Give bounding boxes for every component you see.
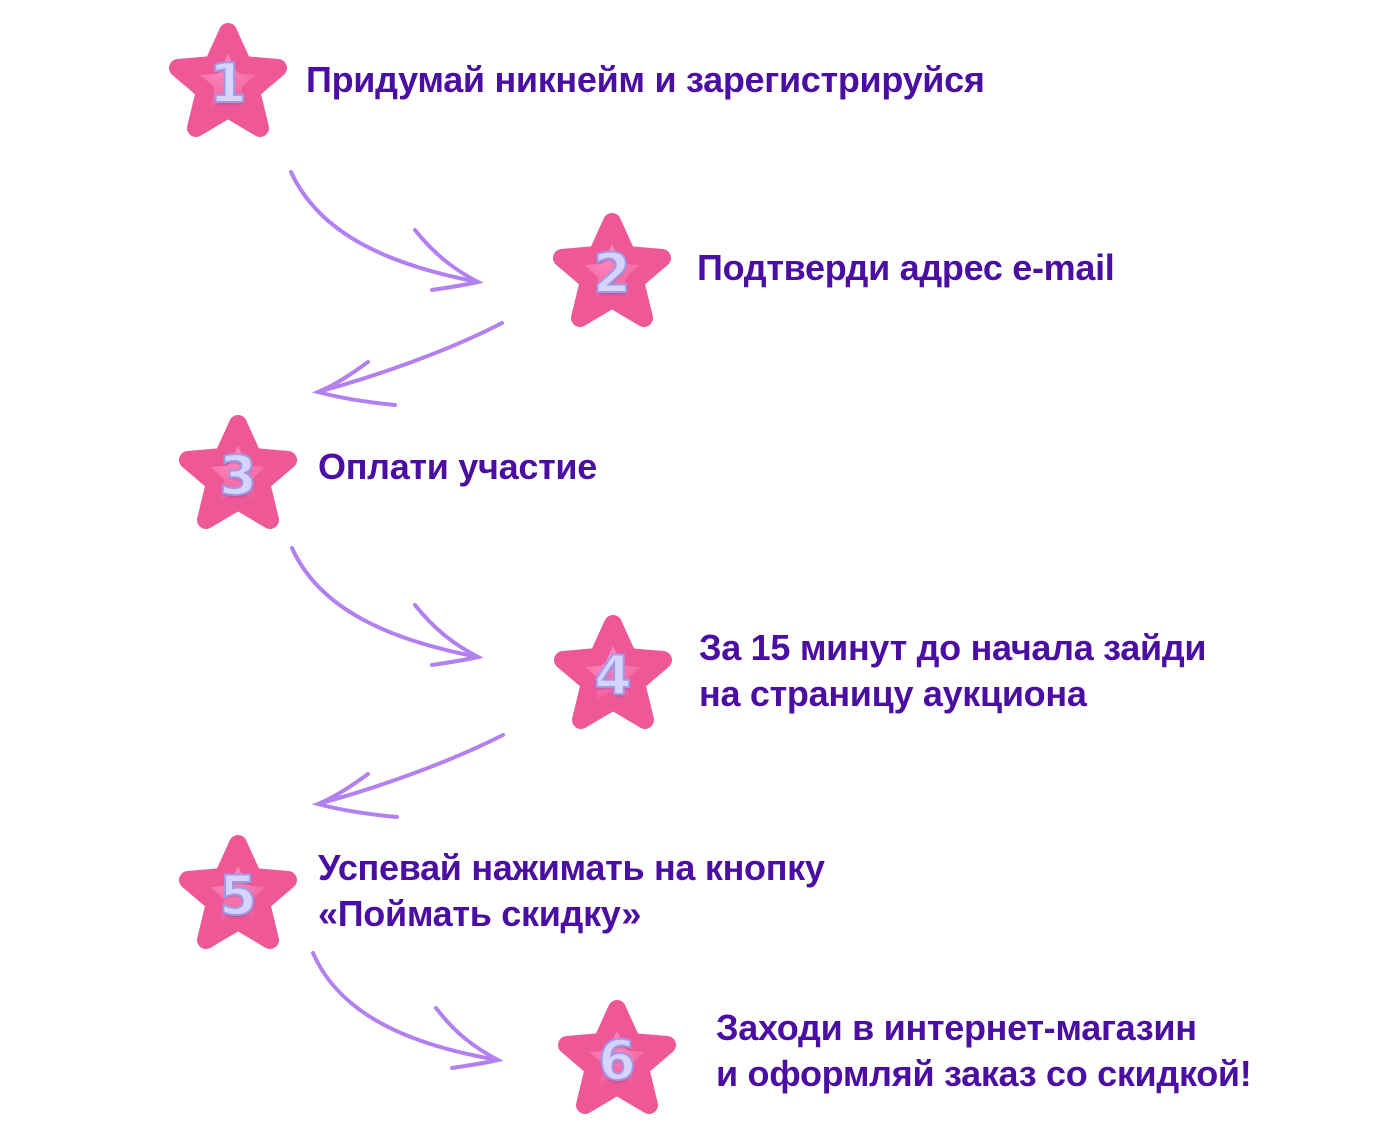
arrow-5-to-6 <box>311 951 504 1070</box>
step-line: Подтверди адрес e-mail <box>697 247 1115 288</box>
star-badge-4: 4 <box>549 610 677 734</box>
step-number: 3 <box>218 443 258 508</box>
step-1-text: Придумай никнейм и зарегистрируйся <box>306 57 985 103</box>
step-5-text: Успевай нажимать на кнопку «Поймать скид… <box>318 845 825 937</box>
star-badge-6: 6 <box>553 995 681 1119</box>
step-line: За 15 минут до начала зайди <box>699 627 1207 668</box>
star-badge-3: 3 <box>174 410 302 534</box>
step-line: на страницу аукциона <box>699 673 1087 714</box>
step-line: Оплати участие <box>318 446 597 487</box>
step-number: 1 <box>208 51 248 116</box>
arrow-4-to-5 <box>311 733 505 819</box>
star-badge-1: 1 <box>164 18 292 142</box>
step-number: 4 <box>593 643 633 708</box>
step-number: 6 <box>597 1028 637 1093</box>
step-line: Придумай никнейм и зарегистрируйся <box>306 59 985 100</box>
arrow-2-to-3 <box>311 321 504 407</box>
step-line: Заходи в интернет-магазин <box>716 1007 1197 1048</box>
step-3-text: Оплати участие <box>318 444 597 490</box>
step-number: 5 <box>218 863 258 928</box>
step-4-text: За 15 минут до начала зайди на страницу … <box>699 625 1207 717</box>
arrow-1-to-2 <box>289 170 484 292</box>
step-line: «Поймать скидку» <box>318 893 642 934</box>
step-line: и оформляй заказ со скидкой! <box>716 1053 1252 1094</box>
step-2-text: Подтверди адрес e-mail <box>697 245 1115 291</box>
step-6-text: Заходи в интернет-магазин и оформляй зак… <box>716 1005 1252 1097</box>
step-line: Успевай нажимать на кнопку <box>318 847 825 888</box>
star-badge-5: 5 <box>174 830 302 954</box>
star-badge-2: 2 <box>548 208 676 332</box>
step-number: 2 <box>592 241 632 306</box>
arrow-3-to-4 <box>290 546 484 667</box>
